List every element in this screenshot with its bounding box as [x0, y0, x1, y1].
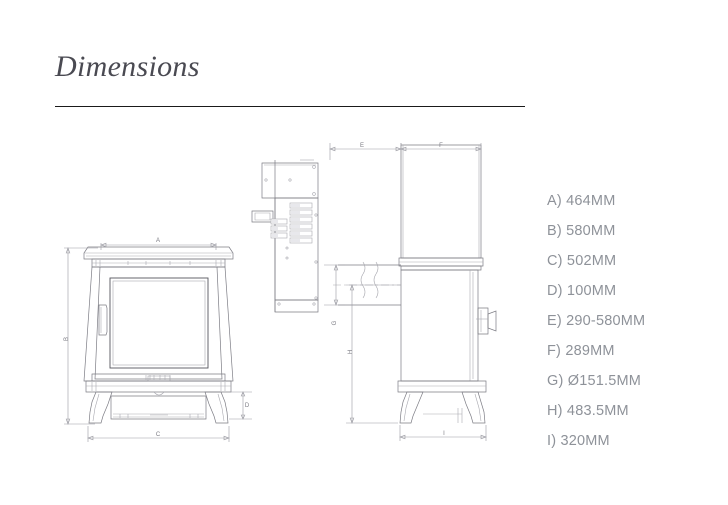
legend-item-b: B) 580MM — [547, 223, 616, 239]
dimension-f: F — [400, 143, 482, 160]
dimension-i: I — [399, 425, 487, 441]
dimension-legend: A) 464MM B) 580MM C) 502MM D) 100MM E) 2… — [547, 186, 717, 456]
dimension-h: H — [346, 284, 401, 424]
legend-item-d: D) 100MM — [547, 283, 617, 299]
stove-side-elevation: E F G — [324, 143, 497, 441]
dimension-label-f: F — [439, 143, 443, 149]
legend-item-f: F) 289MM — [547, 343, 615, 359]
dimension-label-a: A — [156, 238, 160, 244]
dimension-a: A — [100, 238, 217, 250]
stove-rear-elevation — [251, 159, 319, 313]
legend-item-a: A) 464MM — [547, 193, 616, 209]
dimension-label-c: C — [156, 432, 161, 438]
page-title: Dimensions — [55, 50, 200, 83]
dimension-label-e: E — [360, 143, 364, 149]
legend-item-h: H) 483.5MM — [547, 403, 629, 419]
dimension-label-b: B — [64, 337, 70, 341]
dimension-label-i: I — [443, 431, 445, 437]
title-divider — [55, 106, 525, 107]
legend-item-c: C) 502MM — [547, 253, 617, 269]
dimension-g: G — [324, 264, 345, 325]
dimension-b: B — [64, 247, 98, 425]
dimension-label-g: G — [332, 320, 338, 325]
legend-item-e: E) 290-580MM — [547, 313, 646, 329]
dimension-e: E — [329, 143, 402, 160]
dimension-c-width: C — [87, 426, 230, 442]
dimension-d: D — [229, 391, 252, 420]
dimension-label-h: H — [348, 350, 354, 354]
stove-front-elevation: A B C — [64, 238, 252, 442]
legend-item-i: I) 320MM — [547, 433, 610, 449]
legend-item-g: G) Ø151.5MM — [547, 373, 642, 389]
dimension-label-d: D — [245, 403, 250, 409]
